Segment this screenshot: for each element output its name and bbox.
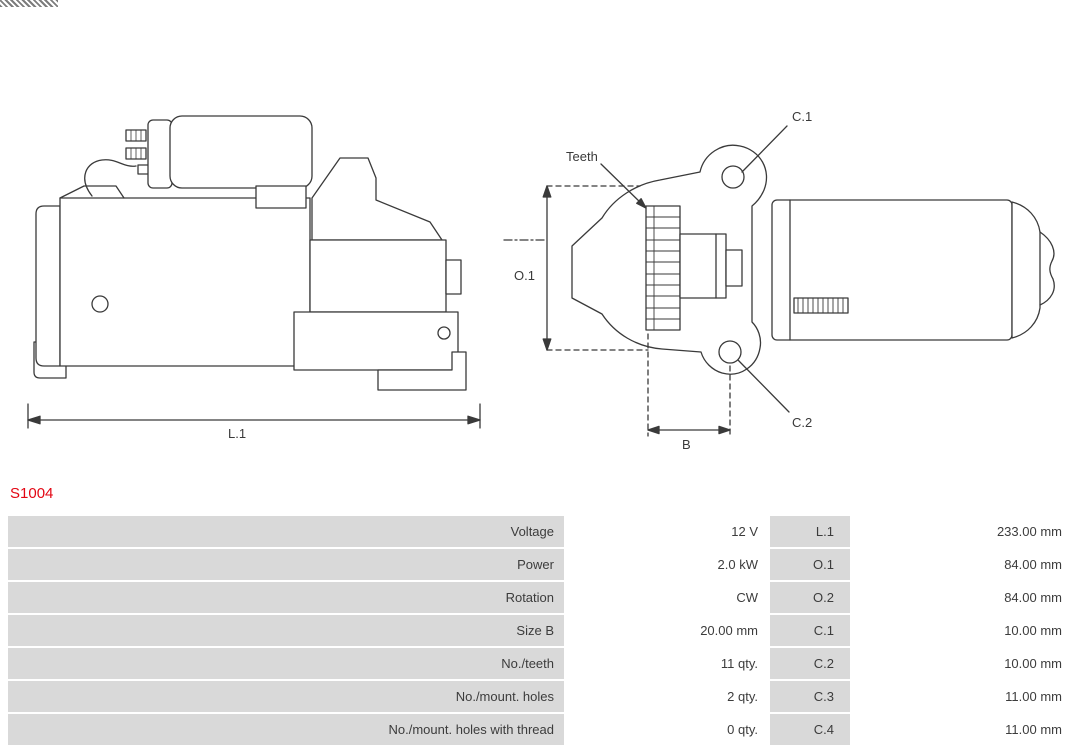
spec-name: Size B xyxy=(8,615,564,646)
mount-flange xyxy=(293,311,459,371)
end-cap xyxy=(1011,201,1041,339)
rear-end-cap xyxy=(35,205,61,367)
motor-yoke xyxy=(59,197,311,367)
b-arrow-right xyxy=(718,425,731,435)
mount-hole-c2 xyxy=(718,340,742,364)
yoke-top-detail xyxy=(59,185,125,199)
pinion-gear xyxy=(645,205,681,331)
l1-arrow-right xyxy=(467,415,481,425)
front-view xyxy=(571,144,1055,375)
spec-name: No./teeth xyxy=(8,648,564,679)
leader-lines xyxy=(600,125,790,413)
spec-value: 20.00 mm xyxy=(566,615,768,646)
dim-value: 233.00 mm xyxy=(852,516,1072,547)
spec-table: Voltage 12 V L.1 233.00 mm Power 2.0 kW … xyxy=(8,516,1072,745)
teeth-leader-arrow xyxy=(636,198,647,209)
shaft-end xyxy=(725,249,743,287)
side-view xyxy=(33,115,467,391)
drive-housing-top xyxy=(311,157,443,241)
dim-value: 84.00 mm xyxy=(852,582,1072,613)
o1-arrow-top xyxy=(542,185,552,198)
dimension-b xyxy=(647,333,731,437)
dim-name: O.1 xyxy=(770,549,850,580)
dim-value: 10.00 mm xyxy=(852,648,1072,679)
spec-value: 0 qty. xyxy=(566,714,768,745)
dim-value: 10.00 mm xyxy=(852,615,1072,646)
l1-arrow-left xyxy=(27,415,41,425)
diagram-labels: L.1 O.1 B C.1 C.2 Teeth xyxy=(228,109,812,452)
dim-name: C.4 xyxy=(770,714,850,745)
spec-value: 11 qty. xyxy=(566,648,768,679)
spec-value: 2 qty. xyxy=(566,681,768,712)
motor-cylinder xyxy=(771,199,1013,341)
dim-name: L.1 xyxy=(770,516,850,547)
spec-value: 12 V xyxy=(566,516,768,547)
spec-value: 2.0 kW xyxy=(566,549,768,580)
dim-value: 11.00 mm xyxy=(852,714,1072,745)
spec-name: Voltage xyxy=(8,516,564,547)
flange-hole xyxy=(437,326,451,340)
dim-label-b: B xyxy=(682,437,691,452)
dimension-o1 xyxy=(503,185,649,351)
spec-name: Power xyxy=(8,549,564,580)
spec-name: Rotation xyxy=(8,582,564,613)
nose-boss xyxy=(445,259,462,295)
dim-name: O.2 xyxy=(770,582,850,613)
mount-hole-c1 xyxy=(721,165,745,189)
knurl-hatch xyxy=(797,297,844,314)
dim-label-l1: L.1 xyxy=(228,426,246,441)
l1-extension-lines xyxy=(27,403,481,429)
teeth-label: Teeth xyxy=(566,149,598,164)
spec-name: No./mount. holes xyxy=(8,681,564,712)
dim-label-o1: O.1 xyxy=(514,268,535,283)
solenoid-bracket xyxy=(255,185,307,209)
drive-housing xyxy=(309,239,447,313)
spec-name: No./mount. holes with thread xyxy=(8,714,564,745)
gear-collar xyxy=(679,233,727,299)
starter-motor-diagram: L.1 O.1 B C.1 C.2 Teeth xyxy=(27,109,1055,452)
dim-name: C.3 xyxy=(770,681,850,712)
part-number: S1004 xyxy=(10,485,54,502)
dim-value: 84.00 mm xyxy=(852,549,1072,580)
solenoid-body xyxy=(169,115,313,189)
c2-leader-line xyxy=(737,359,790,413)
dim-value: 11.00 mm xyxy=(852,681,1072,712)
o1-arrow-bottom xyxy=(542,338,552,351)
b-arrow-left xyxy=(647,425,660,435)
c1-leader-line xyxy=(741,125,788,173)
dim-name: C.2 xyxy=(770,648,850,679)
stud-threads xyxy=(130,129,142,160)
dimension-l1 xyxy=(27,403,481,429)
mount-foot xyxy=(377,351,467,391)
teeth-leader-line xyxy=(600,163,645,207)
dim-name: C.1 xyxy=(770,615,850,646)
dim-label-c2: C.2 xyxy=(792,415,812,430)
knurl-band xyxy=(793,297,849,314)
wire-loop xyxy=(84,159,137,197)
end-cap-wave xyxy=(1039,231,1055,306)
yoke-hole xyxy=(91,295,109,313)
spec-value: CW xyxy=(566,582,768,613)
solenoid-cap xyxy=(147,119,173,189)
technical-drawing: L.1 O.1 B C.1 C.2 Teeth xyxy=(27,109,1055,452)
gear-teeth-lines xyxy=(645,216,681,320)
top-left-artifact xyxy=(0,0,58,7)
dim-label-c1: C.1 xyxy=(792,109,812,124)
